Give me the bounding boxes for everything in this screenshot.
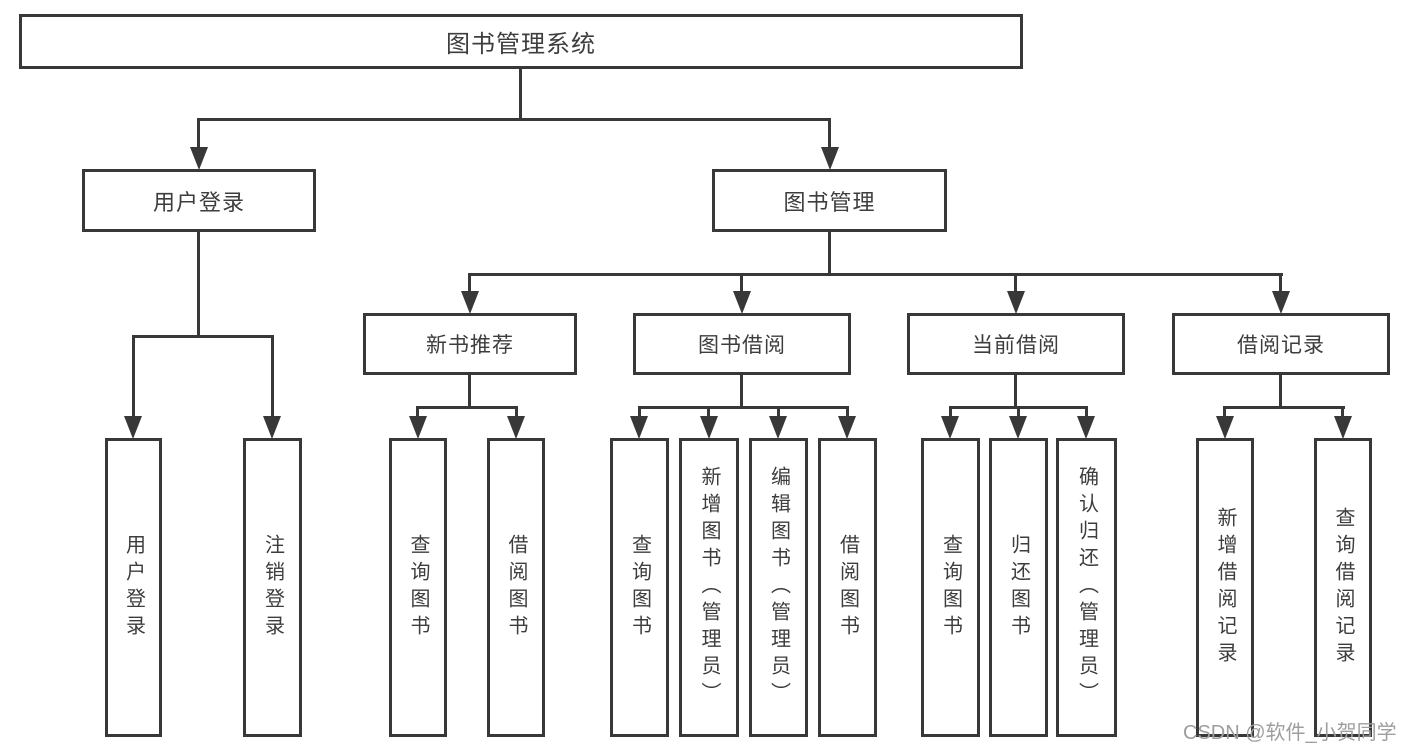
connector-line xyxy=(638,406,641,418)
connector-line xyxy=(416,406,419,418)
node-user-login-leaf: 用户登录 xyxy=(105,438,162,737)
connector-line xyxy=(740,273,743,294)
connector-line xyxy=(1341,406,1344,418)
arrowhead-down-icon xyxy=(630,416,648,439)
arrowhead-down-icon xyxy=(821,147,839,170)
node-user-login-branch: 用户登录 xyxy=(82,169,316,232)
arrowhead-down-icon xyxy=(507,416,525,439)
arrowhead-down-icon xyxy=(733,291,751,314)
connector-line xyxy=(1279,273,1282,294)
connector-line xyxy=(828,232,831,276)
connector-line xyxy=(1223,406,1226,418)
connector-line xyxy=(416,406,518,409)
node-label: 借阅图书 xyxy=(505,533,527,642)
node-label: 当前借阅 xyxy=(972,334,1060,357)
arrowhead-down-icon xyxy=(1272,291,1290,314)
node-query-book-current: 查询图书 xyxy=(921,438,980,737)
arrowhead-down-icon xyxy=(1009,416,1027,439)
arrowhead-down-icon xyxy=(124,416,142,439)
node-label: 查询图书 xyxy=(628,533,651,642)
connector-line xyxy=(132,335,274,338)
connector-line xyxy=(1085,406,1088,418)
node-label: 图书管理系统 xyxy=(446,31,596,58)
arrowhead-down-icon xyxy=(700,416,718,439)
arrowhead-down-icon xyxy=(461,291,479,314)
connector-line xyxy=(740,375,743,409)
node-return-book: 归还图书 xyxy=(989,438,1048,737)
connector-line xyxy=(197,118,831,121)
arrowhead-down-icon xyxy=(1007,291,1025,314)
node-logout: 注销登录 xyxy=(243,438,302,737)
connector-line xyxy=(846,406,849,418)
connector-line xyxy=(519,69,522,121)
node-query-book-borrow: 查询图书 xyxy=(610,438,669,737)
arrowhead-down-icon xyxy=(263,416,281,439)
node-edit-book-admin: 编辑图书（管理员） xyxy=(749,438,808,737)
node-query-borrow-record: 查询借阅记录 xyxy=(1314,438,1372,737)
node-borrow-records: 借阅记录 xyxy=(1172,313,1390,375)
node-new-book-recommend: 新书推荐 xyxy=(363,313,577,375)
node-label: 新增借阅记录 xyxy=(1214,506,1236,669)
node-confirm-return-admin: 确认归还（管理员） xyxy=(1056,438,1117,737)
node-label: 查询图书 xyxy=(407,533,429,642)
connector-line xyxy=(197,232,200,338)
node-label: 确认归还（管理员） xyxy=(1075,466,1098,709)
connector-line xyxy=(1014,375,1017,409)
node-label: 注销登录 xyxy=(261,533,284,642)
connector-line xyxy=(1014,273,1017,294)
connector-line xyxy=(515,406,518,418)
node-label: 查询图书 xyxy=(939,533,962,642)
node-label: 图书管理 xyxy=(783,189,876,215)
node-add-book-admin: 新增图书（管理员） xyxy=(679,438,739,737)
connector-line xyxy=(197,118,200,149)
arrowhead-down-icon xyxy=(838,416,856,439)
connector-line xyxy=(1017,406,1020,418)
node-label: 借阅图书 xyxy=(836,533,859,642)
node-query-book-newbook: 查询图书 xyxy=(389,438,447,737)
node-borrow-book: 借阅图书 xyxy=(818,438,877,737)
node-current-borrow: 当前借阅 xyxy=(907,313,1125,375)
connector-line xyxy=(132,335,135,417)
node-label: 用户登录 xyxy=(122,533,145,642)
node-borrow-book-newbook: 借阅图书 xyxy=(487,438,545,737)
node-label: 归还图书 xyxy=(1007,533,1030,642)
node-label: 新增图书（管理员） xyxy=(698,466,720,709)
connector-line xyxy=(468,273,471,294)
node-book-borrow: 图书借阅 xyxy=(633,313,851,375)
node-add-borrow-record: 新增借阅记录 xyxy=(1196,438,1254,737)
watermark: CSDN @软件_小贺同学 xyxy=(1183,722,1397,744)
node-label: 借阅记录 xyxy=(1237,334,1325,357)
arrowhead-down-icon xyxy=(769,416,787,439)
connector-line xyxy=(1223,406,1345,409)
arrowhead-down-icon xyxy=(1216,416,1234,439)
node-label: 图书借阅 xyxy=(698,334,786,357)
connector-line xyxy=(271,335,274,417)
connector-line xyxy=(949,406,952,418)
node-label: 用户登录 xyxy=(152,189,245,215)
connector-line xyxy=(468,273,1283,276)
arrowhead-down-icon xyxy=(941,416,959,439)
connector-line xyxy=(707,406,710,418)
node-label: 新书推荐 xyxy=(426,334,514,357)
connector-line xyxy=(828,118,831,149)
connector-line xyxy=(468,375,471,409)
arrowhead-down-icon xyxy=(1077,416,1095,439)
connector-line xyxy=(777,406,780,418)
connector-line xyxy=(638,406,849,409)
arrowhead-down-icon xyxy=(190,147,208,170)
arrowhead-down-icon xyxy=(1334,416,1352,439)
connector-line xyxy=(1279,375,1282,409)
arrowhead-down-icon xyxy=(409,416,427,439)
node-library-management-system: 图书管理系统 xyxy=(19,14,1023,69)
node-label: 编辑图书（管理员） xyxy=(767,466,790,709)
node-book-management: 图书管理 xyxy=(712,169,947,232)
node-label: 查询借阅记录 xyxy=(1332,506,1354,669)
